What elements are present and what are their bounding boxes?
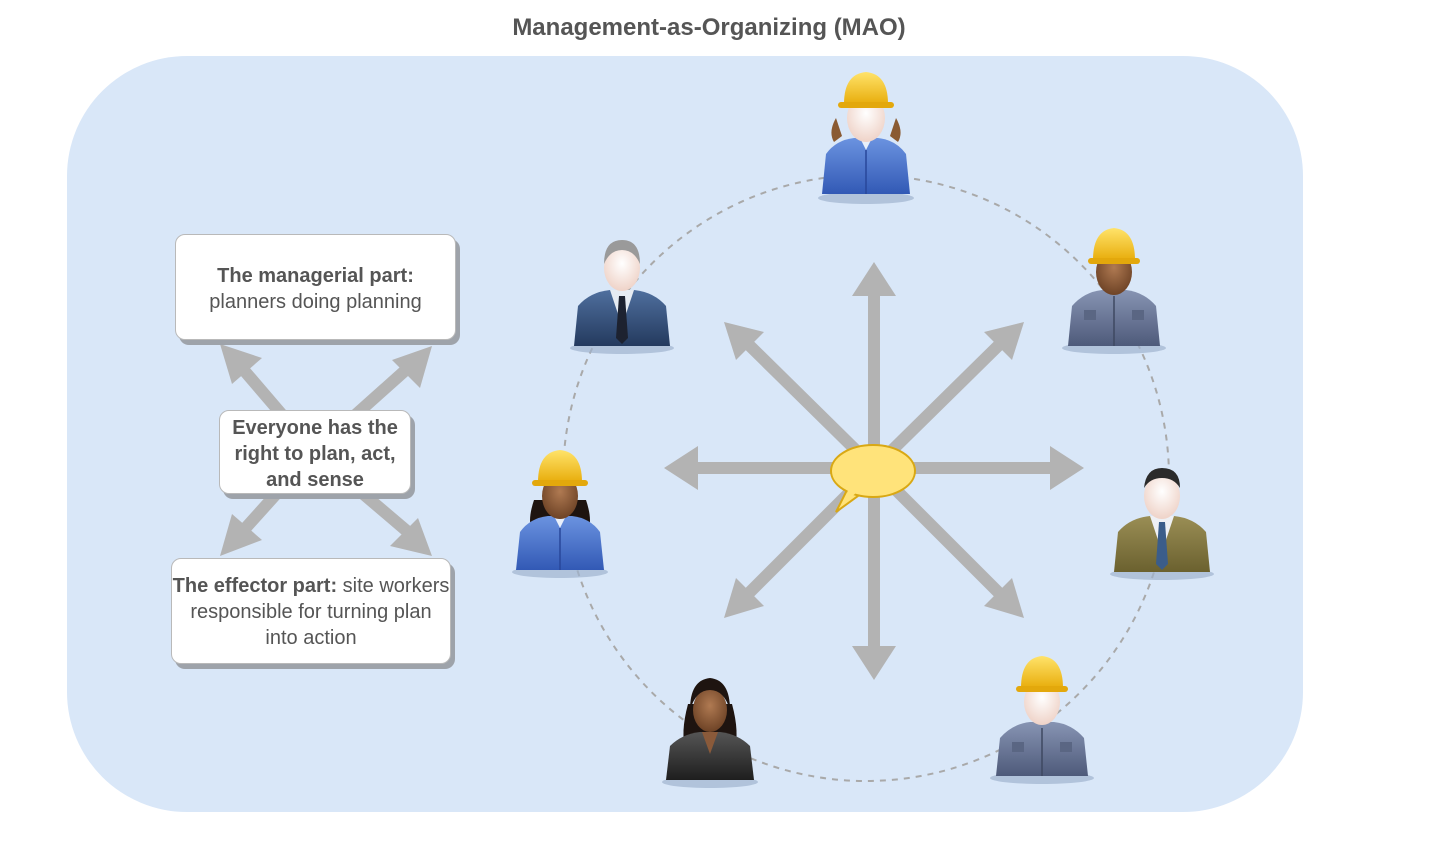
- person-icon: [818, 72, 914, 204]
- person-icon: [570, 240, 674, 354]
- managerial-body: planners doing planning: [209, 291, 422, 313]
- managerial-heading: The managerial part:: [217, 265, 414, 287]
- effector-body: site workers responsible for turning pla…: [190, 575, 450, 649]
- everyone-card: Everyone has the right to plan, act, and…: [219, 410, 411, 494]
- arrow-icon: [852, 468, 896, 680]
- hard-hat-icon: [838, 72, 894, 108]
- arrow-icon: [852, 262, 896, 468]
- speech-bubble-icon: [830, 444, 916, 513]
- person-icon: [1110, 468, 1214, 580]
- person-icon: [512, 450, 608, 578]
- effector-heading: The effector part:: [172, 575, 338, 597]
- person-icon: [662, 678, 758, 788]
- person-icon: [990, 656, 1094, 784]
- arrow-icon: [724, 322, 879, 473]
- hard-hat-icon: [532, 450, 588, 486]
- arrow-icon: [869, 322, 1024, 473]
- effector-part-card: The effector part: site workers responsi…: [171, 558, 451, 664]
- person-icon: [1062, 228, 1166, 354]
- hard-hat-icon: [1088, 228, 1140, 264]
- managerial-part-card: The managerial part: planners doing plan…: [175, 234, 456, 340]
- diagram-title: Management-as-Organizing (MAO): [512, 14, 906, 41]
- hard-hat-icon: [1016, 656, 1068, 692]
- everyone-text: Everyone has the right to plan, act, and…: [232, 417, 398, 491]
